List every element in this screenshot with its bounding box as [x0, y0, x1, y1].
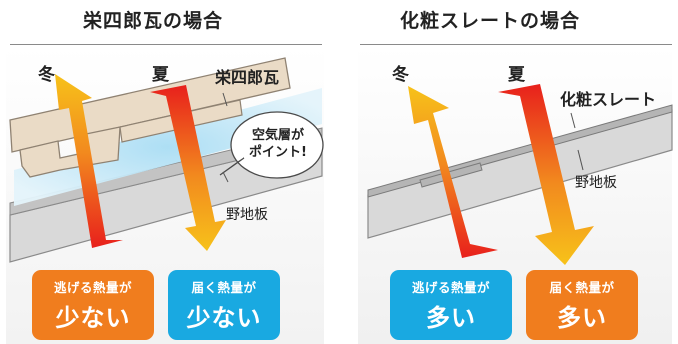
left-summer-label: 夏 — [152, 65, 169, 85]
right-summer-label: 夏 — [508, 65, 525, 85]
left-arrive-badge: 届く熱量が 少ない — [168, 270, 280, 340]
right-roof-label: 化粧スレート — [560, 90, 657, 109]
left-title: 栄四郎瓦の場合 — [83, 10, 224, 32]
right-summer-arrow — [498, 84, 594, 265]
right-title-rule — [360, 44, 672, 45]
left-board-label: 野地板 — [226, 207, 268, 223]
right-winter-arrow — [408, 86, 498, 258]
right-title: 化粧スレートの場合 — [400, 10, 581, 32]
air-point-text: 空気層が ポイント! — [249, 128, 307, 160]
left-winter-label: 冬 — [38, 65, 55, 85]
right-winter-label: 冬 — [392, 65, 409, 85]
left-roof-label: 栄四郎瓦 — [215, 68, 280, 87]
right-board-label: 野地板 — [575, 175, 617, 191]
left-winter-arrow — [55, 74, 123, 248]
left-summer-arrow — [150, 85, 226, 251]
left-title-rule — [10, 44, 322, 45]
right-arrive-badge: 届く熱量が 多い — [526, 270, 638, 340]
air-point-bubble — [230, 111, 324, 179]
right-escape-badge: 逃げる熱量が 多い — [390, 270, 512, 340]
left-escape-badge: 逃げる熱量が 少ない — [32, 270, 154, 340]
